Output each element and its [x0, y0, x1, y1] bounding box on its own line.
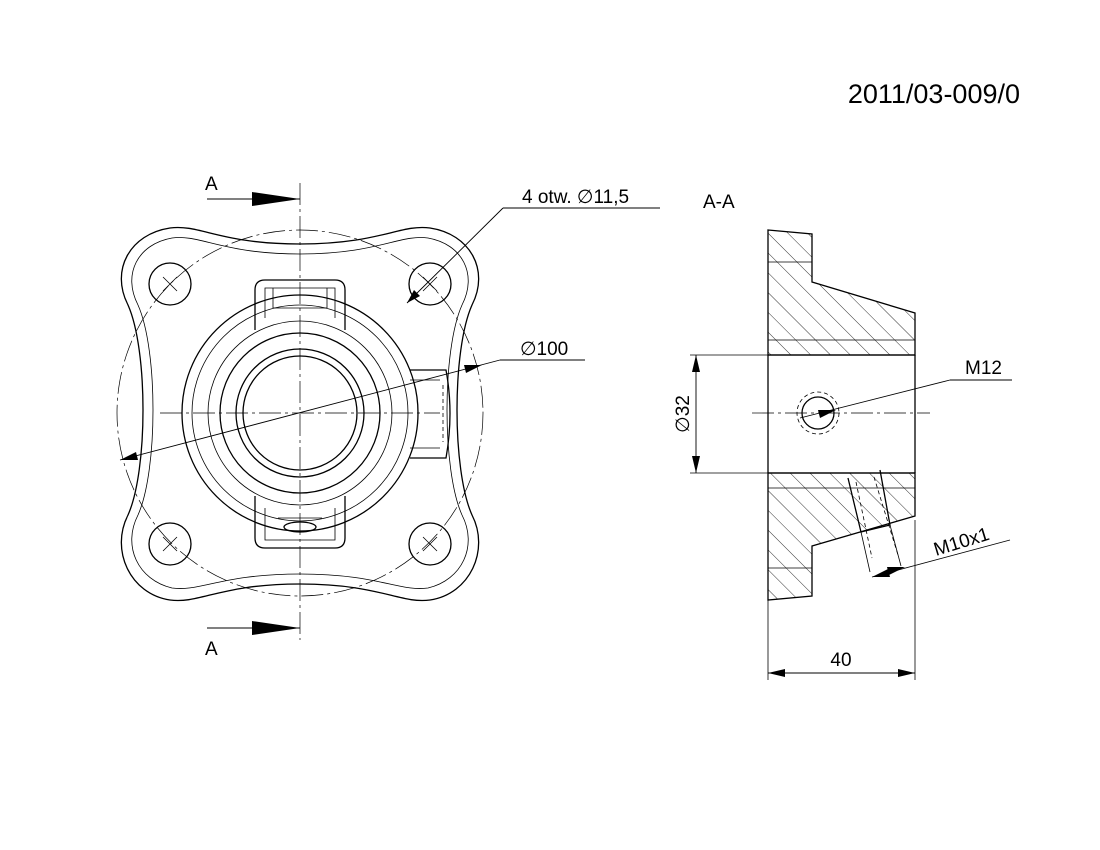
section-label-top: A: [205, 174, 218, 195]
section-view-title: A-A: [703, 192, 735, 213]
top-lug: [254, 279, 346, 330]
m10-dimension-label: M10x1: [931, 524, 992, 561]
length-dimension: 40: [767, 520, 916, 680]
m10-hole: [847, 469, 902, 573]
section-marker-top: A: [205, 174, 300, 206]
bolt-hole-bottom-right: [408, 522, 452, 566]
bore-dimension-label: ∅32: [673, 395, 694, 433]
flange-inner-outline: [131, 237, 469, 589]
m10-dimension: M10x1: [871, 524, 1011, 578]
length-dimension-label: 40: [830, 650, 851, 671]
bore-dimension: ∅32: [673, 354, 768, 474]
m12-dimension: M12: [799, 358, 1012, 419]
front-view: A A 4 otw. ∅11,5 ∅100: [116, 174, 660, 660]
side-boss: [410, 369, 451, 459]
drawing-number: 2011/03-009/0: [848, 79, 1020, 109]
section-label-bottom: A: [205, 639, 218, 660]
holes-dimension: 4 otw. ∅11,5: [406, 187, 660, 304]
bolt-circle-dimension: ∅100: [119, 339, 585, 461]
bolt-hole-top-left: [148, 262, 192, 306]
section-upper-body: [767, 229, 916, 356]
holes-dimension-label: 4 otw. ∅11,5: [522, 187, 629, 208]
bolt-hole-top-right: [408, 262, 452, 306]
flange-outline: [120, 226, 480, 602]
section-view: A-A: [673, 192, 1012, 680]
bolt-hole-bottom-left: [148, 522, 192, 566]
section-marker-bottom: A: [205, 621, 300, 660]
bolt-circle-dimension-label: ∅100: [520, 339, 568, 360]
m12-dimension-label: M12: [965, 358, 1002, 379]
